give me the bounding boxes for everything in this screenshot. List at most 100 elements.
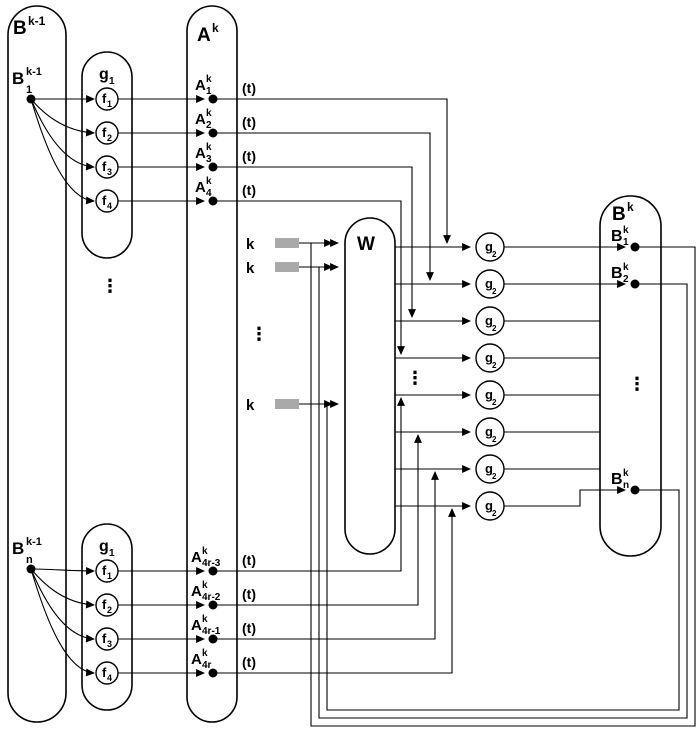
g2-label: g	[485, 498, 493, 513]
a-node1-sup: k	[206, 74, 212, 85]
b-out-noden-dot	[630, 485, 640, 495]
b-out-node1-sup: k	[623, 225, 629, 236]
g1-bottom-capsule	[81, 523, 133, 711]
ellipsis-g2-column: ⋮	[406, 368, 424, 388]
b-prev-layer-capsule	[7, 5, 67, 723]
g2-label-sub: 2	[492, 435, 497, 444]
a-node-4r2-sup: k	[202, 580, 208, 591]
b-out-node1-sub: 1	[623, 237, 629, 248]
g2-to-bn-arrow	[504, 486, 626, 507]
feedback-loop-wire	[318, 263, 688, 719]
b-prev-node1-sup: k-1	[26, 66, 42, 78]
b-prev-noden-sup: k-1	[26, 536, 42, 548]
a-node3-sup: k	[206, 142, 212, 153]
g1-top-title: g	[99, 66, 109, 83]
ellipsis-b-out: ⋮	[628, 374, 646, 394]
b-out-node2-sub: 2	[623, 274, 629, 285]
a-output-wire	[217, 508, 456, 674]
b-out-noden-label: B	[611, 471, 623, 488]
t-label: (t)	[242, 114, 256, 130]
f3-label-bottom: f	[102, 631, 107, 646]
a-node1-label: A	[195, 77, 206, 94]
b-out-title-sup: k	[627, 200, 634, 214]
b-out-layer-capsule	[599, 195, 662, 557]
a-node1-dot	[208, 94, 218, 104]
g1-top-title-sub: 1	[109, 76, 115, 87]
a-output-wire	[217, 434, 422, 606]
g2-label-sub: 2	[492, 509, 497, 518]
w-block-capsule	[344, 217, 396, 555]
a-node-4r1-sub: 4r-1	[202, 626, 221, 637]
g2-label: g	[485, 276, 493, 291]
g2-label: g	[485, 239, 493, 254]
a-layer-title: A	[197, 25, 211, 46]
b-out-node2-dot	[630, 279, 640, 289]
b-out-noden-sup: k	[623, 468, 629, 479]
f1-label: f	[102, 91, 107, 106]
fan-arrow	[30, 568, 95, 643]
f1-label-sub: 1	[107, 99, 112, 109]
f4-label-bottom-sub: 4	[107, 673, 112, 683]
a-node4-label: A	[195, 179, 206, 196]
b-prev-node1-label: B	[12, 69, 24, 88]
t-label: (t)	[242, 148, 256, 164]
f1-label-bottom: f	[102, 563, 107, 578]
b-out-node2-label: B	[611, 265, 623, 282]
a-node-4r2-label: A	[191, 583, 202, 600]
a-node3-sub: 3	[206, 154, 212, 165]
ellipsis-k-inputs: ⋮	[250, 324, 268, 344]
a-output-wire	[217, 471, 439, 640]
f2-label-sub: 2	[107, 133, 112, 143]
a-node2-sup: k	[206, 108, 212, 119]
k-delay-box	[275, 262, 299, 272]
f4-label-sub: 4	[107, 201, 112, 211]
k-delay-box	[275, 399, 299, 409]
a-node-4r2-sub: 4r-2	[202, 592, 221, 603]
f2-label-bottom-sub: 2	[107, 605, 112, 615]
k-input-label: k	[246, 397, 255, 414]
a-output-wire	[217, 132, 434, 281]
a-node2-dot	[208, 128, 218, 138]
fan-arrow	[30, 568, 95, 609]
w-block-title: W	[357, 234, 375, 255]
fan-arrow	[30, 98, 95, 137]
b-out-node2-sup: k	[623, 262, 629, 273]
feedback-loop-wire	[324, 400, 680, 711]
g2-label: g	[485, 424, 493, 439]
g2-label-sub: 2	[492, 324, 497, 333]
a-node3-label: A	[195, 145, 206, 162]
b-out-node1-label: B	[611, 228, 623, 245]
g1-bottom-title: g	[99, 538, 109, 555]
b-prev-node1-sub: 1	[26, 84, 32, 96]
b-prev-title: B	[13, 18, 27, 39]
f3-label-bottom-sub: 3	[107, 639, 112, 649]
f4-label-bottom: f	[102, 665, 107, 680]
a-node-4r3-sup: k	[202, 546, 208, 557]
b-out-noden-sub: n	[623, 480, 629, 491]
g2-label: g	[485, 461, 493, 476]
t-label: (t)	[242, 80, 256, 96]
k-input-label: k	[246, 236, 255, 253]
a-node-4r3-sub: 4r-3	[202, 558, 221, 569]
f3-label: f	[102, 159, 107, 174]
fan-arrow	[30, 568, 95, 677]
a-node4-sub: 4	[206, 188, 212, 199]
b-out-node1-dot	[630, 242, 640, 252]
a-output-wire	[217, 397, 405, 572]
fan-arrow	[30, 98, 95, 205]
b-prev-noden-sub: n	[26, 554, 33, 566]
a-node-4r-sub: 4r	[202, 660, 212, 671]
t-label: (t)	[242, 586, 256, 602]
a-node-4r3-dot	[208, 566, 218, 576]
t-label: (t)	[242, 182, 256, 198]
g1-bottom-title-sub: 1	[109, 548, 115, 559]
g2-label: g	[485, 313, 493, 328]
k-delay-box	[275, 238, 299, 248]
a-node-4r-dot	[208, 668, 218, 678]
t-label: (t)	[242, 552, 256, 568]
a-node-4r1-dot	[208, 634, 218, 644]
g2-label-sub: 2	[492, 472, 497, 481]
g2-label-sub: 2	[492, 398, 497, 407]
